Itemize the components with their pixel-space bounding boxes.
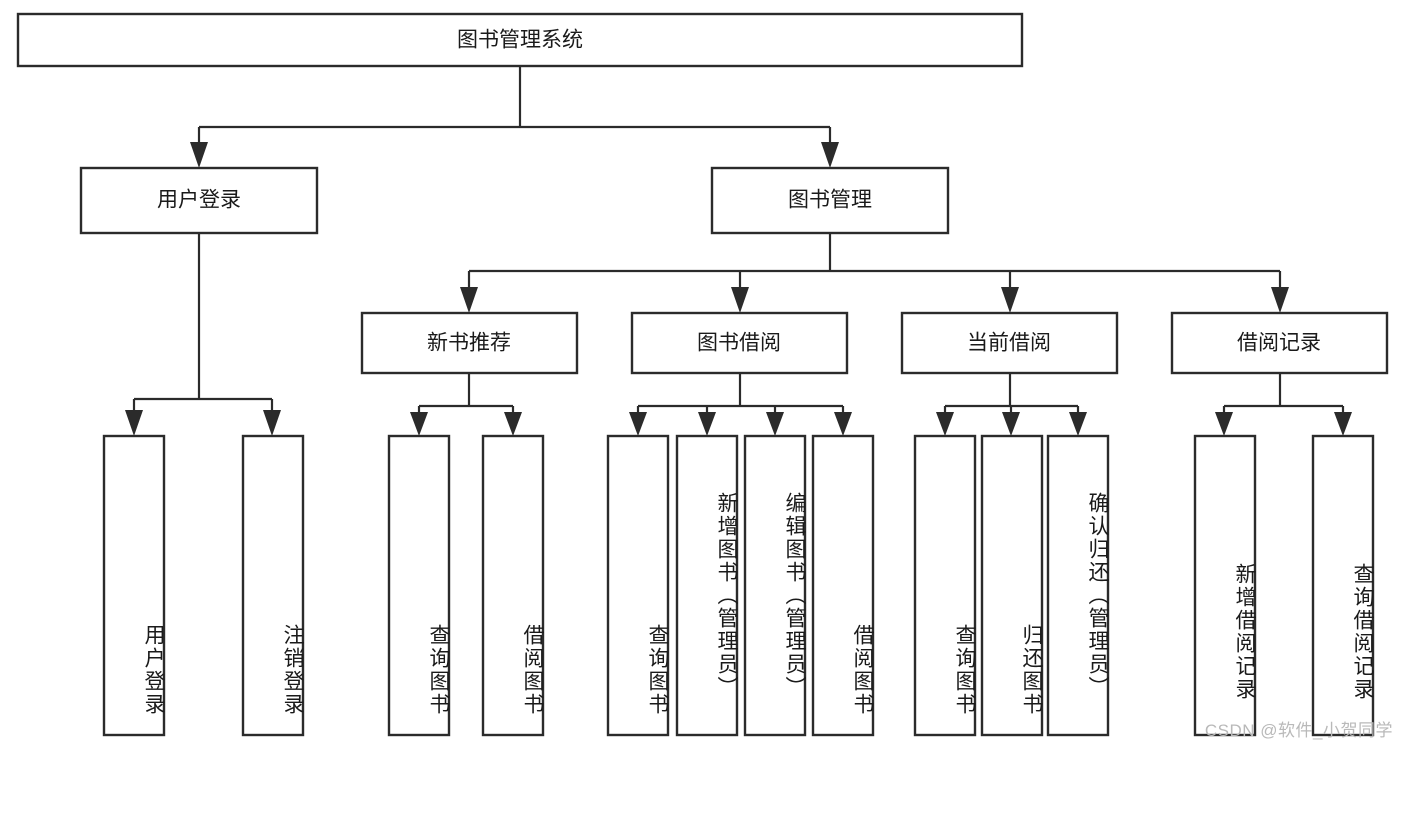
label-borrow-record: 借阅记录 xyxy=(1237,332,1321,355)
arrow-leaf-query-book-1 xyxy=(410,412,428,436)
arrow-leaf-add-book xyxy=(698,412,716,436)
node-leaf-query-book-2[interactable] xyxy=(606,434,670,737)
node-leaf-return-book[interactable] xyxy=(980,434,1044,737)
arrow-to-user-login xyxy=(190,142,208,168)
arrow-leaf-borrow-book-1 xyxy=(504,412,522,436)
node-leaf-add-record[interactable] xyxy=(1193,434,1257,737)
watermark: CSDN @软件_小贺同学 xyxy=(1204,721,1393,740)
label-book-borrow: 图书借阅 xyxy=(697,332,781,355)
node-leaf-borrow-book-2[interactable] xyxy=(811,434,875,737)
node-borrow-record[interactable] xyxy=(1170,311,1389,375)
node-root[interactable] xyxy=(16,12,1024,68)
label-current-borrow: 当前借阅 xyxy=(967,332,1051,355)
arrow-leaf-edit-book xyxy=(766,412,784,436)
node-leaf-add-book[interactable] xyxy=(675,434,739,737)
arrow-to-book-manage xyxy=(821,142,839,168)
node-leaf-user-login[interactable] xyxy=(102,434,166,737)
node-leaf-confirm-return[interactable] xyxy=(1046,434,1110,737)
connector-layer xyxy=(125,66,1352,436)
arrow-leaf-query-book-3 xyxy=(936,412,954,436)
arrow-leaf-query-record xyxy=(1334,412,1352,436)
node-leaf-query-book-1[interactable] xyxy=(387,434,451,737)
node-leaf-user-logout[interactable] xyxy=(241,434,305,737)
arrow-leaf-user-logout xyxy=(263,410,281,436)
label-user-login: 用户登录 xyxy=(157,189,241,212)
node-current-borrow[interactable] xyxy=(900,311,1119,375)
node-leaf-query-record[interactable] xyxy=(1311,434,1375,737)
arrow-leaf-user-login xyxy=(125,410,143,436)
node-box-layer xyxy=(16,12,1389,737)
node-book-borrow[interactable] xyxy=(630,311,849,375)
horizontal-label-layer: 图书管理系统 用户登录 图书管理 新书推荐 图书借阅 当前借阅 借阅记录 xyxy=(157,29,1321,355)
label-root: 图书管理系统 xyxy=(457,29,583,52)
arrow-leaf-return-book xyxy=(1002,412,1020,436)
node-leaf-borrow-book-1[interactable] xyxy=(481,434,545,737)
arrow-to-new-book-recommend xyxy=(460,287,478,313)
label-book-manage: 图书管理 xyxy=(788,189,872,212)
arrow-to-borrow-record xyxy=(1271,287,1289,313)
node-new-book-recommend[interactable] xyxy=(360,311,579,375)
arrow-leaf-query-book-2 xyxy=(629,412,647,436)
arrow-to-book-borrow xyxy=(731,287,749,313)
arrow-to-current-borrow xyxy=(1001,287,1019,313)
diagram-root: 图书管理系统 用户登录 图书管理 新书推荐 图书借阅 当前借阅 借阅记录 用户登… xyxy=(16,12,1393,740)
node-book-manage[interactable] xyxy=(710,166,950,235)
arrow-leaf-confirm-return xyxy=(1069,412,1087,436)
diagram-canvas: 图书管理系统 用户登录 图书管理 新书推荐 图书借阅 当前借阅 借阅记录 xyxy=(16,12,1389,737)
label-new-book-recommend: 新书推荐 xyxy=(427,332,511,355)
node-leaf-edit-book[interactable] xyxy=(743,434,807,737)
node-leaf-query-book-3[interactable] xyxy=(913,434,977,737)
arrow-leaf-borrow-book-2 xyxy=(834,412,852,436)
arrow-leaf-add-record xyxy=(1215,412,1233,436)
node-user-login[interactable] xyxy=(79,166,319,235)
